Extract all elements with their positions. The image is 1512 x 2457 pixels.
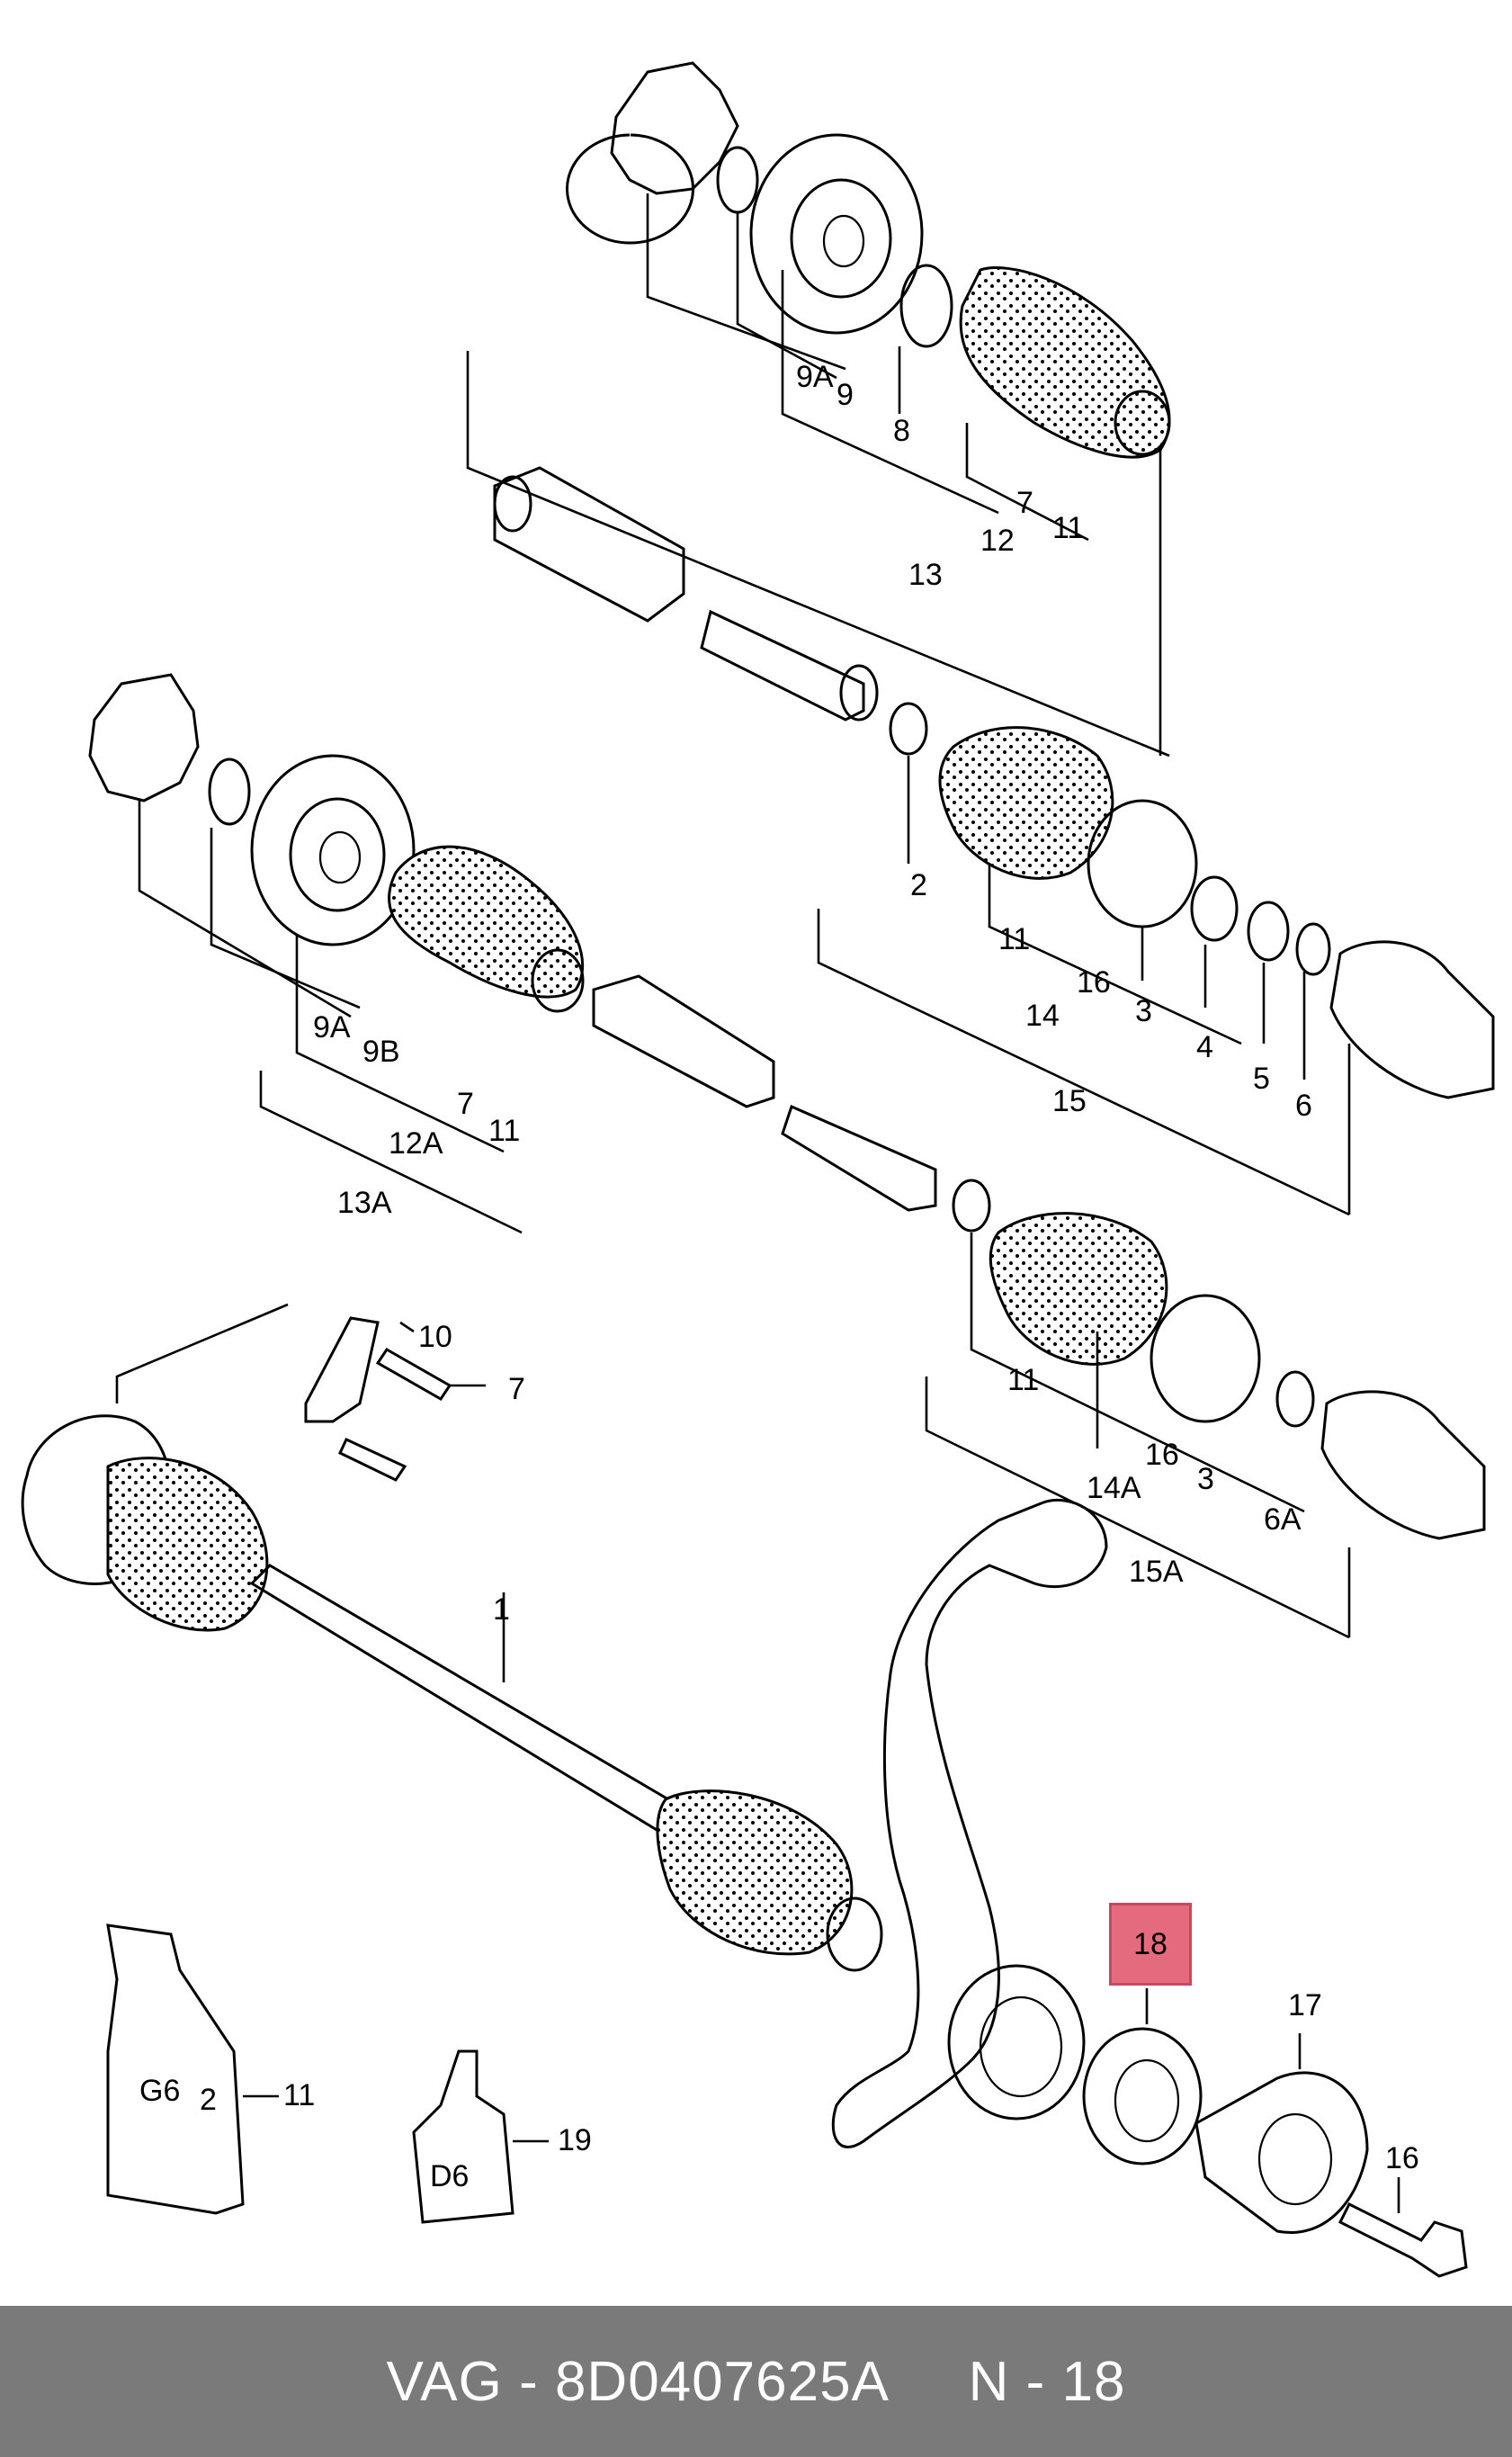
gasket-top — [566, 61, 739, 245]
callout-14: 14 — [1025, 999, 1060, 1033]
inner-joint-middle-hub — [318, 830, 362, 884]
callout-7c: 7 — [508, 1372, 525, 1406]
bolt-7 — [375, 1348, 452, 1401]
inner-joint-middle-inner — [289, 797, 386, 912]
grease-tube-label: G6 — [139, 2074, 180, 2108]
circlip-top-5 — [1295, 922, 1331, 976]
circlip-middle-6a — [1275, 1370, 1315, 1428]
inner-joint-middle-outer — [250, 754, 416, 946]
callout-3b: 3 — [1197, 1462, 1214, 1496]
highlighted-part-callout: 18 — [1109, 1903, 1192, 1986]
complete-shaft-inner-boot — [106, 1457, 269, 1632]
outer-joint-middle — [1320, 1390, 1486, 1540]
clamp-middle-large — [1150, 1294, 1261, 1423]
washer-top-3 — [1190, 875, 1239, 942]
bolt-10 — [338, 1438, 407, 1482]
callout-11c: 11 — [488, 1114, 520, 1148]
callout-labels: 9A 9 8 7 12 11 13 2 11 16 14 3 4 5 6 15 … — [283, 360, 1419, 2175]
boot-top-end — [1114, 390, 1171, 456]
complete-shaft-bar — [249, 1564, 686, 1838]
boot-middle — [388, 845, 585, 999]
callout-17: 17 — [1288, 1988, 1322, 2022]
inner-joint-top-inner — [790, 178, 892, 299]
wheel-bearing — [1082, 2027, 1203, 2166]
bottom-assembly: G6 2 D6 — [21, 1316, 1468, 2278]
callout-9a-mid: 9A — [313, 1010, 351, 1045]
clamp-top-large — [1087, 799, 1198, 928]
boot-middle-end — [531, 948, 585, 1013]
callout-1: 1 — [493, 1592, 510, 1627]
callout-5: 5 — [1253, 1062, 1270, 1096]
boot-top-outer — [938, 726, 1114, 880]
shaft-middle — [592, 974, 937, 1212]
callout-9: 9 — [837, 378, 854, 412]
callout-6a: 6A — [1264, 1502, 1302, 1537]
gasket-middle — [88, 673, 200, 803]
complete-shaft-outer-boot — [656, 1789, 854, 1956]
callout-11b: 11 — [998, 922, 1030, 956]
callout-10: 10 — [418, 1320, 452, 1354]
callout-12a: 12A — [389, 1126, 443, 1161]
oil-bottle-label: D6 — [430, 2159, 469, 2193]
middle-assembly — [88, 673, 1486, 1540]
grease-tube — [106, 1923, 245, 2215]
callout-16c: 16 — [1385, 2141, 1419, 2175]
part-number-text: VAG - 8D0407625A N - 18 — [386, 2350, 1126, 2413]
inner-joint-top-hub — [822, 214, 865, 268]
callout-18: 18 — [1133, 1926, 1168, 1961]
callout-3a: 3 — [1135, 994, 1152, 1028]
callout-11d: 11 — [1007, 1363, 1039, 1397]
callout-15a: 15A — [1129, 1555, 1184, 1589]
grease-tube-sub: 2 — [200, 2083, 217, 2117]
circlip-top — [716, 146, 759, 214]
wheel-hub-center — [1257, 2112, 1333, 2206]
hub-bolt — [1338, 2201, 1468, 2278]
callout-4: 4 — [1196, 1030, 1213, 1064]
callout-6: 6 — [1295, 1089, 1312, 1123]
callout-19: 19 — [558, 2123, 592, 2157]
housing-bore-inner — [979, 1995, 1063, 2098]
callout-8: 8 — [893, 414, 910, 448]
clamp-top-small — [889, 702, 928, 756]
callout-9a-top: 9A — [796, 360, 834, 394]
wheel-bearing-inner — [1114, 2058, 1180, 2143]
ring-top-4 — [1247, 901, 1290, 962]
shaft-top-spline-left — [493, 475, 532, 533]
callout-9b: 9B — [362, 1035, 400, 1069]
callout-15: 15 — [1052, 1084, 1087, 1118]
callout-16a: 16 — [1077, 965, 1111, 1000]
boot-top — [959, 266, 1171, 459]
shaft-top-spline-right — [839, 664, 879, 722]
callout-13a: 13A — [337, 1186, 392, 1220]
clamp-middle-small — [952, 1179, 991, 1233]
inner-joint-top-outer — [749, 133, 924, 335]
callout-11a: 11 — [1052, 511, 1084, 545]
wheel-bearing-housing — [831, 1498, 1108, 2148]
outer-joint-top — [1329, 940, 1495, 1099]
complete-shaft-spline — [826, 1897, 883, 1972]
oil-bottle — [412, 2049, 514, 2224]
dished-washer-top — [899, 264, 953, 348]
callout-2: 2 — [910, 868, 927, 902]
leader-lines — [115, 193, 1400, 2213]
callout-16b: 16 — [1145, 1438, 1179, 1472]
footer-bar: VAG - 8D0407625A N - 18 — [0, 2306, 1512, 2457]
callout-14a: 14A — [1087, 1471, 1141, 1505]
callout-13: 13 — [908, 558, 943, 592]
callout-12: 12 — [980, 524, 1015, 558]
exploded-parts-diagram: G6 2 D6 — [21, 61, 1495, 2278]
callout-11e: 11 — [283, 2078, 315, 2112]
callout-7b: 7 — [457, 1087, 474, 1121]
wheel-hub — [1194, 2071, 1369, 2234]
mounting-plate — [304, 1316, 380, 1423]
housing-bore — [947, 1964, 1086, 2121]
top-assembly — [493, 61, 1495, 1099]
callout-7a: 7 — [1016, 486, 1033, 520]
boot-middle-outer — [989, 1212, 1168, 1366]
shaft-top — [493, 466, 865, 722]
circlip-middle — [208, 758, 251, 826]
